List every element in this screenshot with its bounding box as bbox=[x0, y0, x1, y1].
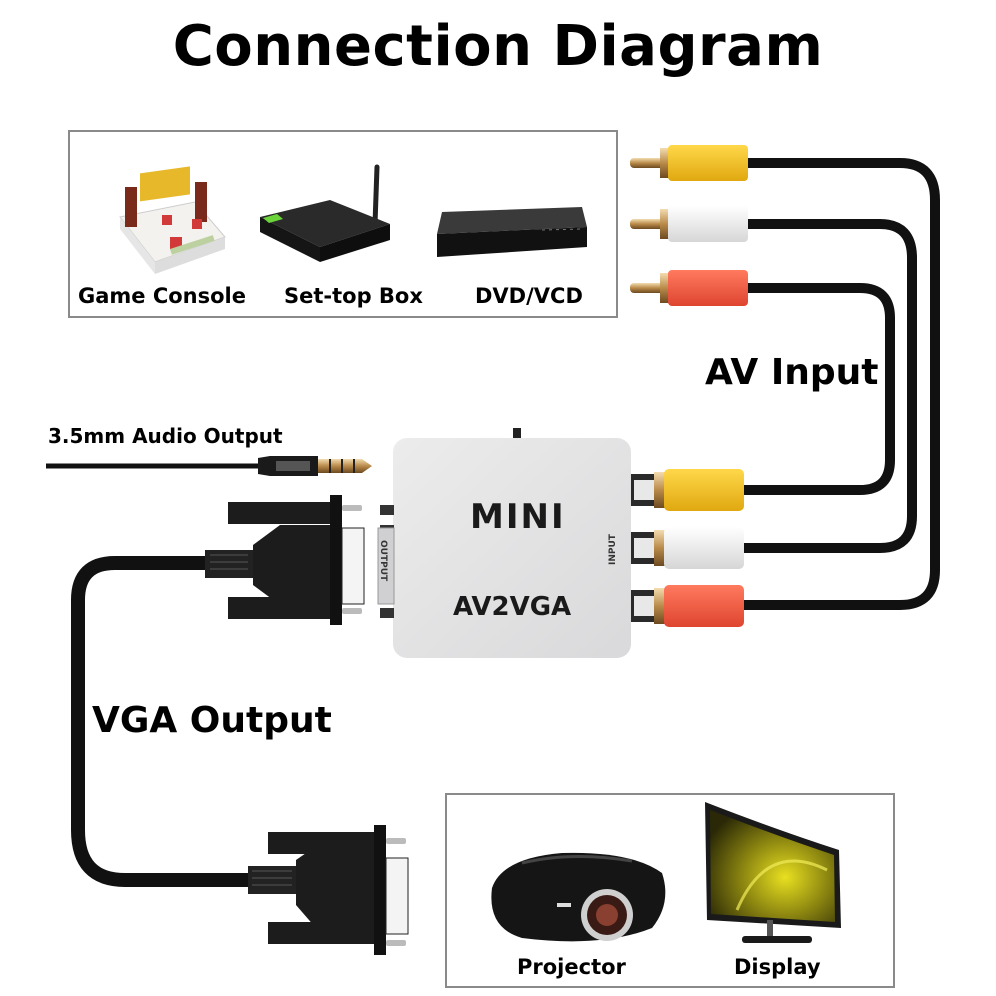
vga-plug-bottom bbox=[248, 825, 409, 955]
projector-icon bbox=[482, 843, 672, 953]
rca-cables bbox=[737, 158, 940, 610]
input-devices-panel: Game Console Set-top Box DVD/VCD bbox=[68, 130, 618, 318]
rca-plug-red-top bbox=[630, 270, 748, 306]
game-console-icon bbox=[100, 157, 230, 277]
rca-plug-yellow-adapter bbox=[628, 469, 744, 511]
diagram-title: Connection Diagram bbox=[172, 14, 824, 79]
red-rca-cable bbox=[737, 283, 895, 495]
set-top-box-icon bbox=[255, 162, 395, 277]
av2vga-adapter bbox=[377, 428, 631, 658]
vga-cable bbox=[71, 556, 277, 887]
dvd-player-icon bbox=[432, 202, 592, 262]
av-input-label: AV Input bbox=[705, 352, 879, 393]
adapter-model: AV2VGA bbox=[453, 592, 572, 622]
rca-plug-yellow-top bbox=[630, 145, 748, 181]
audio-output-label: 3.5mm Audio Output bbox=[48, 424, 283, 448]
output-devices-panel: Projector Display bbox=[445, 793, 895, 988]
device-label-projector: Projector bbox=[517, 955, 626, 979]
adapter-brand: MINI bbox=[470, 497, 566, 537]
vga-output-label: VGA Output bbox=[92, 700, 332, 741]
rca-plug-red-adapter bbox=[628, 585, 744, 627]
rca-plug-white-adapter bbox=[628, 527, 744, 569]
vga-plug-top bbox=[205, 495, 365, 625]
adapter-input-port-label: INPUT bbox=[608, 534, 618, 565]
monitor-icon bbox=[697, 800, 847, 950]
device-label-display: Display bbox=[734, 955, 821, 979]
device-label-game-console: Game Console bbox=[78, 284, 246, 308]
device-label-dvd-vcd: DVD/VCD bbox=[475, 284, 583, 308]
audio-cable bbox=[46, 456, 372, 476]
yellow-rca-cable bbox=[737, 158, 940, 610]
rca-plug-white-top bbox=[630, 206, 748, 242]
adapter-output-port-label: OUTPUT bbox=[378, 540, 388, 582]
white-rca-cable bbox=[737, 219, 917, 553]
device-label-set-top-box: Set-top Box bbox=[284, 284, 423, 308]
